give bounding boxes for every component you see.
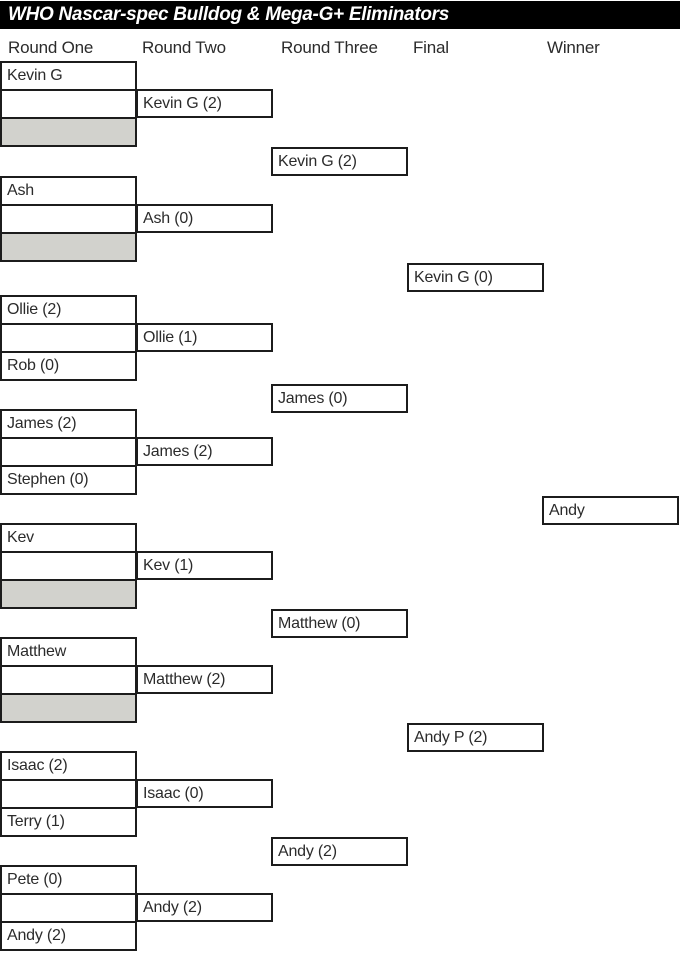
round-one-block: Matthew xyxy=(0,637,137,723)
round-one-connector-cell xyxy=(2,204,135,232)
round-one-block: James (2) Stephen (0) xyxy=(0,409,137,495)
round-one-connector-cell xyxy=(2,437,135,465)
round-two-box: James (2) xyxy=(136,437,273,466)
round-one-player-top: Pete (0) xyxy=(7,871,63,888)
round-one-player-top: Matthew xyxy=(7,643,67,660)
round-one-player-bottom: Stephen (0) xyxy=(2,465,135,493)
round-one-connector-cell xyxy=(2,893,135,921)
round-one-player-bottom: Andy (2) xyxy=(2,921,135,949)
round-three-box: Andy (2) xyxy=(271,837,408,866)
round-one-connector-cell xyxy=(2,779,135,807)
round-one-bye-cell xyxy=(2,232,135,260)
round-one-player-top: Kev xyxy=(7,529,34,546)
round-one-player-top: Ash xyxy=(7,182,34,199)
round-one-bye-cell xyxy=(2,579,135,607)
round-one-block: Kevin G xyxy=(0,61,137,147)
round-one-block: Isaac (2) Terry (1) xyxy=(0,751,137,837)
round-three-box: Matthew (0) xyxy=(271,609,408,638)
round-one-bye-cell xyxy=(2,693,135,721)
round-one-player-top: Kevin G xyxy=(7,67,63,84)
title-bar: WHO Nascar-spec Bulldog & Mega-G+ Elimin… xyxy=(0,1,680,29)
page-title: WHO Nascar-spec Bulldog & Mega-G+ Elimin… xyxy=(8,4,450,25)
round-one-player-top: Ollie (2) xyxy=(7,301,62,318)
round-two-box: Matthew (2) xyxy=(136,665,273,694)
round-one-block: Ollie (2) Rob (0) xyxy=(0,295,137,381)
column-header-final: Final xyxy=(413,38,449,57)
round-one-player-bottom: Rob (0) xyxy=(2,351,135,379)
round-three-box: Kevin G (2) xyxy=(271,147,408,176)
column-header-winner: Winner xyxy=(547,38,600,57)
round-one-block: Pete (0) Andy (2) xyxy=(0,865,137,951)
round-one-connector-cell xyxy=(2,551,135,579)
round-one-block: Ash xyxy=(0,176,137,262)
final-box: Kevin G (0) xyxy=(407,263,544,292)
round-one-player-bottom: Terry (1) xyxy=(2,807,135,835)
round-one-connector-cell xyxy=(2,323,135,351)
round-two-box: Kev (1) xyxy=(136,551,273,580)
round-one-connector-cell xyxy=(2,89,135,117)
round-one-player-top: James (2) xyxy=(7,415,77,432)
round-one-connector-cell xyxy=(2,665,135,693)
winner-box: Andy xyxy=(542,496,679,525)
round-one-player-top: Isaac (2) xyxy=(7,757,68,774)
round-two-box: Andy (2) xyxy=(136,893,273,922)
column-header-round-one: Round One xyxy=(8,38,94,57)
round-one-block: Kev xyxy=(0,523,137,609)
round-three-box: James (0) xyxy=(271,384,408,413)
round-two-box: Ash (0) xyxy=(136,204,273,233)
round-two-box: Isaac (0) xyxy=(136,779,273,808)
round-two-box: Kevin G (2) xyxy=(136,89,273,118)
final-box: Andy P (2) xyxy=(407,723,544,752)
column-header-round-three: Round Three xyxy=(281,38,378,57)
column-header-round-two: Round Two xyxy=(142,38,226,57)
round-two-box: Ollie (1) xyxy=(136,323,273,352)
round-one-bye-cell xyxy=(2,117,135,145)
